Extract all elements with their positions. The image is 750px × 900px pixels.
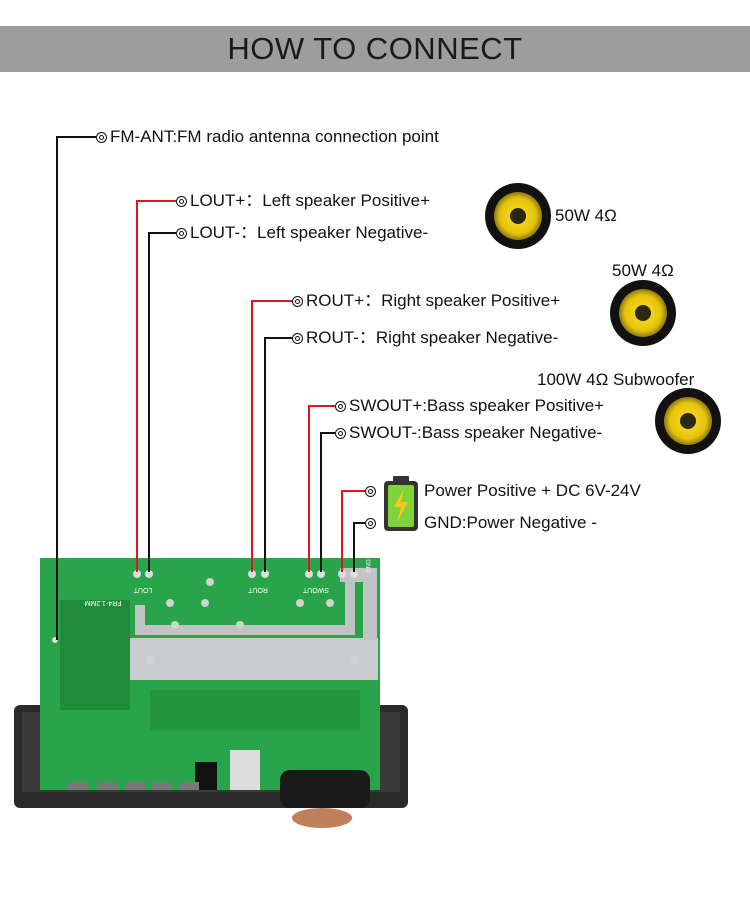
terminal-icon [335,428,346,439]
terminal-icon [96,132,107,143]
rout-pos-label: ROUT+：Right speaker Positive+ [292,291,560,311]
wire-swout-pos [308,405,335,572]
silk-gnd: GND [364,559,370,573]
terminal-icon [292,296,303,307]
battery-icon [384,476,418,531]
subwoofer-icon [655,388,721,454]
wire-fm-ant [56,136,96,640]
silk-swout: SWOUT [302,586,329,593]
volume-knob [280,770,370,828]
subwoofer-rating: 100W 4Ω Subwoofer [537,370,695,389]
wire-lout-neg [148,232,176,572]
silk-lout: LOUT [133,586,152,593]
buttons [68,782,199,790]
fm-ant-label: FM-ANT:FM radio antenna connection point [96,127,439,147]
terminal-icon [292,333,303,344]
label-text: LOUT+：Left speaker Positive+ [190,191,431,210]
terminal-icon [176,196,187,207]
swout-neg-label: SWOUT-:Bass speaker Negative- [335,423,602,443]
label-text: ROUT-：Right speaker Negative- [306,328,559,347]
right-speaker-rating: 50W 4Ω [612,261,674,280]
lout-neg-label: LOUT-：Left speaker Negative- [176,223,428,243]
wire-gnd [353,522,365,572]
speaker-icon [485,183,551,249]
wire-lout-pos [136,200,176,572]
wire-rout-neg [264,337,292,572]
wire-rout-pos [251,300,292,572]
silk-fr4: FR4-1.2MM [84,599,121,606]
label-text: LOUT-：Left speaker Negative- [190,223,429,242]
terminal-icon [176,228,187,239]
power-pos-label: Power Positive + DC 6V-24V [365,481,641,501]
rout-neg-label: ROUT-：Right speaker Negative- [292,328,558,348]
label-text: GND:Power Negative - [424,513,597,532]
left-speaker-rating: 50W 4Ω [555,206,617,225]
label-text: ROUT+：Right speaker Positive+ [306,291,561,310]
label-text: FM-ANT:FM radio antenna connection point [110,127,439,146]
title-banner: HOW TO CONNECT [0,26,750,72]
speaker-icon [610,280,676,346]
terminal-icon [335,401,346,412]
label-text: SWOUT-:Bass speaker Negative- [349,423,603,442]
swout-pos-label: SWOUT+:Bass speaker Positive+ [335,396,604,416]
label-text: SWOUT+:Bass speaker Positive+ [349,396,605,415]
terminal-icon [365,518,376,529]
lout-pos-label: LOUT+：Left speaker Positive+ [176,191,430,211]
terminal-icon [365,486,376,497]
silk-rout: ROUT [247,586,268,593]
page-title: HOW TO CONNECT [227,31,523,66]
wire-power-pos [341,490,365,572]
gnd-label: GND:Power Negative - [365,513,597,533]
pcb-board: LOUT ROUT SWOUT GND FR4-1.2MM [40,558,380,790]
label-text: Power Positive + DC 6V-24V [424,481,641,500]
wire-swout-neg [320,432,335,572]
